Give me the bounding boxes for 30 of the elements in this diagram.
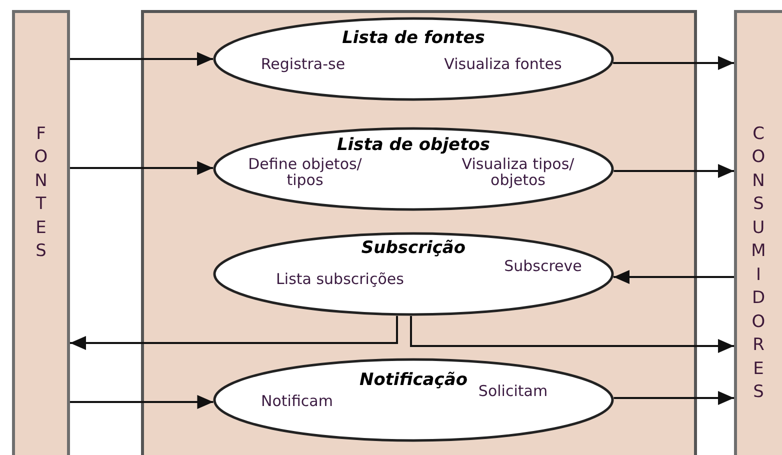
arrow	[70, 316, 398, 350]
ellipse-title: Lista de objetos	[336, 135, 492, 155]
ellipse-title: Lista de fontes	[341, 28, 486, 48]
arrow	[614, 391, 734, 405]
actor-band	[734, 10, 782, 455]
arrow	[613, 56, 734, 70]
ellipse-text: Lista subscrições	[275, 272, 405, 288]
ellipse-text: Visualiza tipos/ objetos	[460, 157, 576, 188]
arrow	[70, 161, 214, 175]
ellipse-text: Define objetos/ tipos	[247, 157, 363, 188]
band-label: CONSUMIDORES	[750, 123, 767, 404]
use-case-ellipse	[213, 127, 614, 211]
ellipse-title: Notificação	[358, 370, 469, 390]
ellipse-text: Notificam	[260, 394, 334, 410]
ellipse-text: Visualiza fontes	[443, 57, 563, 73]
arrow	[614, 270, 734, 284]
system-panel	[141, 10, 697, 455]
arrow	[614, 164, 734, 178]
band-label: FONTES	[33, 123, 49, 264]
arrow	[70, 395, 214, 409]
ellipse-title: Subscrição	[360, 238, 467, 258]
arrow	[410, 316, 734, 353]
use-case-ellipse	[213, 17, 614, 101]
use-case-ellipse	[213, 232, 614, 316]
ellipse-text: Registra-se	[260, 57, 346, 73]
ellipse-text: Subscreve	[503, 259, 583, 275]
use-case-ellipse	[213, 358, 614, 442]
ellipse-text: Solicitam	[477, 384, 549, 400]
actor-band	[12, 10, 70, 455]
arrow	[70, 52, 213, 66]
